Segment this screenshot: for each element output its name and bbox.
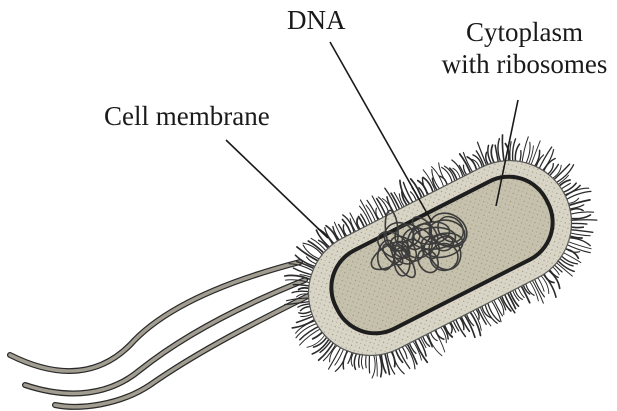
dna-leader-line: [330, 42, 432, 222]
cytoplasm-label: Cytoplasm with ribosomes: [432, 16, 617, 80]
dna-label: DNA: [287, 4, 346, 36]
membrane-leader-line: [226, 140, 328, 238]
flagella: [10, 262, 310, 407]
cytoplasm-label-line1: Cytoplasm: [432, 16, 617, 48]
cell-membrane-label: Cell membrane: [104, 100, 270, 132]
cytoplasm-label-line2: with ribosomes: [432, 48, 617, 80]
